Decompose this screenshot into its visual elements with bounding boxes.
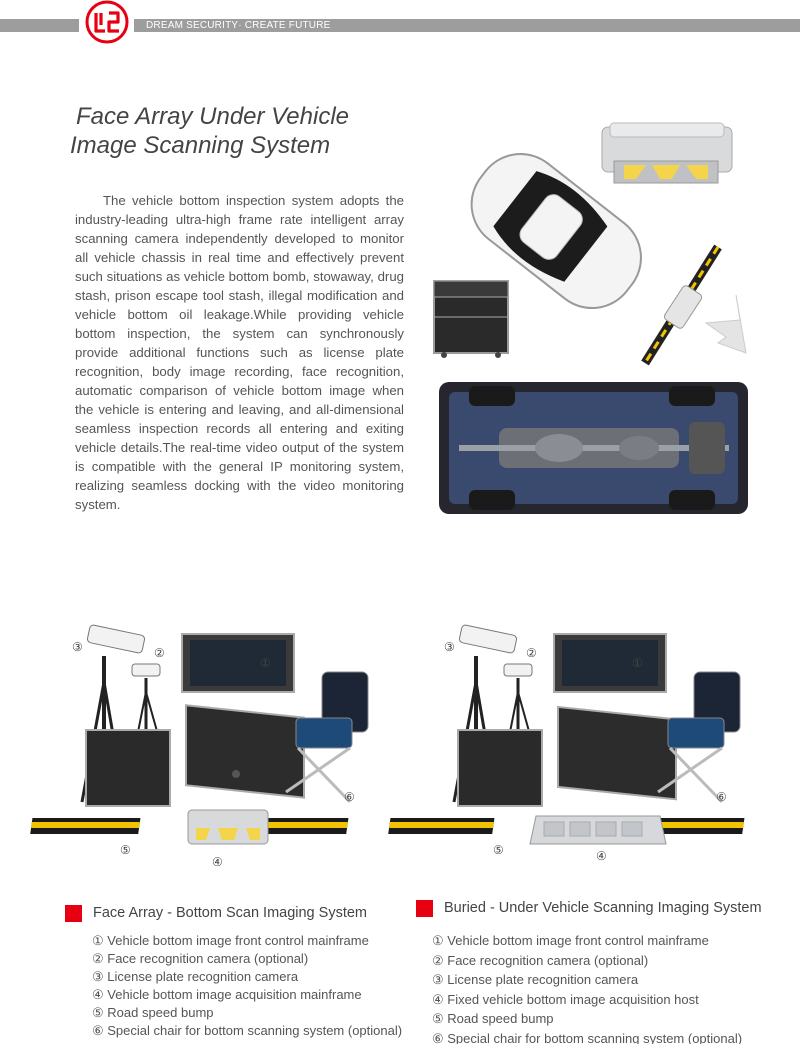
legend-item: ③ License plate recognition camera — [432, 972, 639, 987]
face-array-equipment-illustration — [30, 624, 369, 845]
storage-case-image — [85, 729, 171, 807]
road-speed-bump-left-image — [30, 818, 141, 834]
right-label-4: ④ — [596, 849, 607, 863]
legend-item: ② Face recognition camera (optional) — [432, 952, 649, 968]
right-system-legend: ① Vehicle bottom image front control mai… — [432, 931, 742, 1044]
car-scanning-illustration — [433, 122, 747, 366]
page-title-line-1: Face Array Under Vehicle — [76, 103, 349, 130]
left-label-2: ② — [154, 646, 165, 660]
description-paragraph: The vehicle bottom inspection system ado… — [75, 193, 404, 512]
left-label-6: ⑥ — [344, 790, 355, 804]
white-car-image — [470, 153, 642, 310]
legend-item: ④ Fixed vehicle bottom image acquisition… — [432, 991, 699, 1007]
legend-item: ⑤ Road speed bump — [432, 1011, 554, 1026]
right-label-6: ⑥ — [716, 790, 727, 804]
left-label-1: ① — [260, 656, 271, 670]
legend-item: ④ Vehicle bottom image acquisition mainf… — [92, 987, 362, 1002]
control-mainframe-image — [553, 633, 677, 801]
road-speed-bump-right-image — [642, 818, 745, 834]
left-label-3: ③ — [72, 640, 83, 654]
speed-bump-strip-image — [641, 244, 722, 366]
legend-item: ⑥ Special chair for bottom scanning syst… — [92, 1023, 403, 1038]
control-case-image — [433, 280, 509, 358]
legend-item: ⑤ Road speed bump — [92, 1005, 214, 1020]
brand-logo-icon — [85, 0, 129, 44]
scanning-chair-image — [285, 671, 369, 804]
legend-item: ① Vehicle bottom image front control mai… — [432, 933, 709, 948]
undercarriage-scan-image — [439, 382, 748, 514]
road-speed-bump-left-image — [388, 818, 495, 834]
right-label-3: ③ — [444, 640, 455, 654]
red-square-icon — [65, 905, 82, 922]
buried-equipment-illustration — [388, 624, 745, 845]
right-label-1: ① — [632, 656, 643, 670]
right-system-heading-text: Buried - Under Vehicle Scanning Imaging … — [444, 900, 762, 916]
direction-arrow-icon — [704, 294, 747, 354]
acquisition-box-image — [601, 122, 733, 184]
left-system-legend: ① Vehicle bottom image front control mai… — [92, 932, 402, 1040]
scanning-chair-image — [657, 671, 741, 804]
legend-item: ① Vehicle bottom image front control mai… — [92, 933, 369, 948]
legend-item: ② Face recognition camera (optional) — [92, 951, 309, 966]
storage-case-image — [457, 729, 543, 807]
left-label-4: ④ — [212, 855, 223, 869]
acquisition-mainframe-image — [187, 809, 269, 845]
left-system-heading-text: Face Array - Bottom Scan Imaging System — [93, 905, 367, 921]
page-title: Face Array Under Vehicle Image Scanning … — [70, 102, 410, 160]
left-label-5: ⑤ — [120, 843, 131, 857]
buried-acquisition-host-image — [529, 815, 667, 845]
header-tagline: DREAM SECURITY· CREATE FUTURE — [146, 20, 331, 31]
red-square-icon — [416, 900, 433, 917]
control-mainframe-image — [181, 633, 305, 799]
page-title-line-2: Image Scanning System — [70, 132, 331, 159]
legend-item: ⑥ Special chair for bottom scanning syst… — [432, 1030, 743, 1044]
road-speed-bump-right-image — [246, 818, 349, 834]
right-label-5: ⑤ — [493, 843, 504, 857]
legend-item: ③ License plate recognition camera — [92, 969, 299, 984]
right-label-2: ② — [526, 646, 537, 660]
